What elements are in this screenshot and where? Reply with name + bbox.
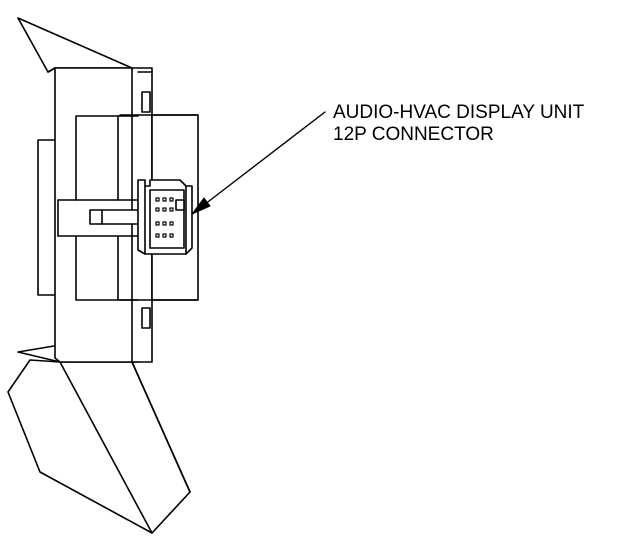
- connector-12p: [137, 179, 193, 255]
- lower-mounting-bracket: [7, 344, 191, 534]
- connector-callout-label: AUDIO-HVAC DISPLAY UNIT 12P CONNECTOR: [333, 102, 584, 146]
- connector-shaft: [89, 209, 141, 225]
- upper-mounting-bracket: [17, 17, 133, 73]
- callout-leader-arrow: [191, 111, 326, 215]
- callout-line-2: 12P CONNECTOR: [333, 124, 494, 145]
- callout-line-1: AUDIO-HVAC DISPLAY UNIT: [333, 102, 585, 123]
- connector-pins: [155, 197, 174, 238]
